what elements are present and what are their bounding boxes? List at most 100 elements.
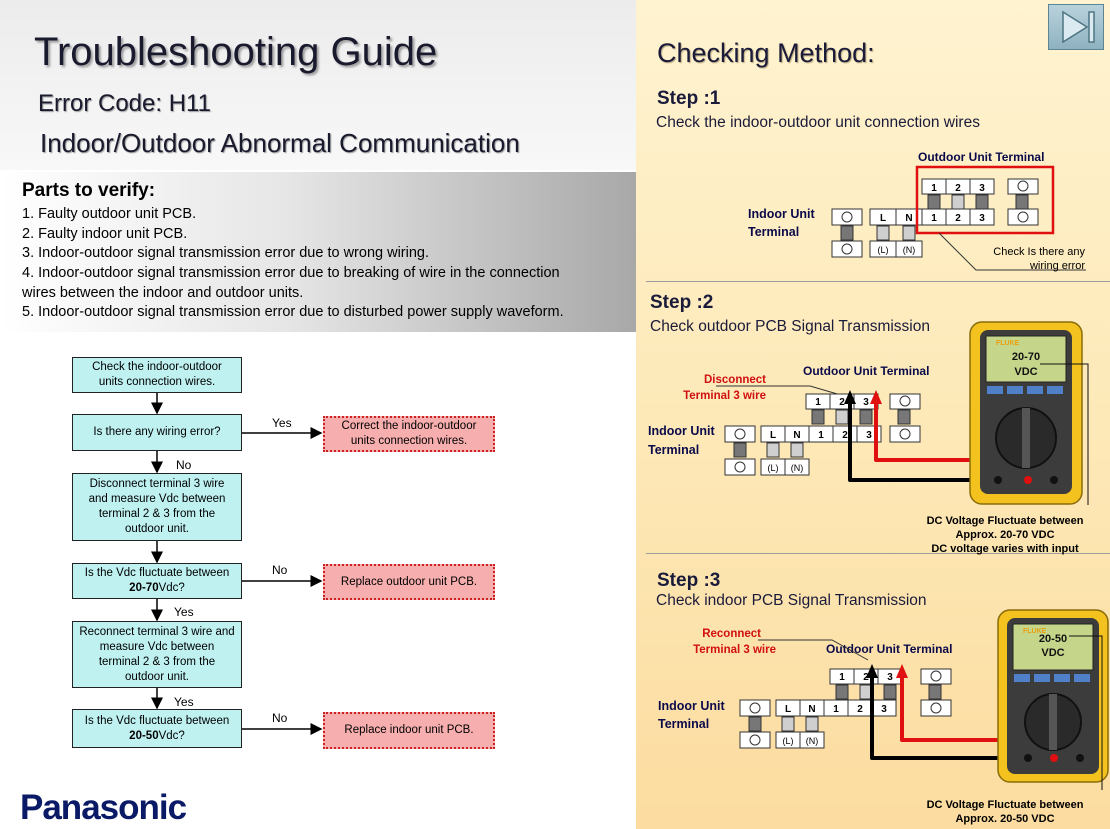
svg-text:(L): (L)	[878, 245, 889, 255]
svg-text:Indoor Unit: Indoor Unit	[748, 207, 815, 221]
step1-terminal-diagram: Outdoor Unit Terminal Indoor Unit Termin…	[748, 150, 1086, 272]
parts-line: 1. Faulty outdoor unit PCB.	[22, 206, 197, 222]
step2-note-1: DC Voltage Fluctuate between	[926, 515, 1084, 527]
flow-label-no: No	[272, 711, 288, 725]
step3-title: Step :3	[657, 570, 721, 591]
svg-text:(L): (L)	[768, 463, 779, 473]
flow-box-check-wires: Check the indoor-outdoor units connectio…	[72, 357, 242, 393]
svg-text:1: 1	[815, 397, 821, 408]
parts-heading: Parts to verify:	[22, 180, 156, 201]
svg-text:3: 3	[866, 430, 872, 441]
parts-line: 5. Indoor-outdoor signal transmission er…	[22, 304, 564, 320]
flow-label-yes: Yes	[272, 416, 292, 430]
divider	[646, 281, 1110, 282]
step1-title: Step :1	[657, 88, 721, 109]
multimeter-icon: FLUKE	[969, 321, 1083, 505]
step3-note-2: Approx. 20-50 VDC	[955, 813, 1055, 825]
svg-text:2: 2	[857, 704, 863, 715]
svg-text:Check Is there any: Check Is there any	[993, 246, 1085, 258]
play-next-icon	[1062, 10, 1095, 44]
svg-text:3: 3	[881, 704, 887, 715]
svg-text:1: 1	[931, 183, 937, 194]
error-description: Indoor/Outdoor Abnormal Communication	[40, 128, 520, 158]
step1-description: Check the indoor-outdoor unit connection…	[656, 114, 980, 131]
svg-text:2: 2	[955, 213, 961, 224]
page-title: Troubleshooting Guide	[34, 30, 438, 74]
parts-line: 3. Indoor-outdoor signal transmission er…	[22, 245, 430, 261]
step2-title: Step :2	[650, 292, 714, 313]
flow-label-no: No	[176, 458, 192, 472]
svg-text:2: 2	[955, 183, 961, 194]
step2-note-2: Approx. 20-70 VDC	[955, 529, 1055, 541]
svg-text:L: L	[880, 213, 886, 224]
svg-text:20-70: 20-70	[1012, 351, 1040, 363]
multimeter-icon: FLUKE	[997, 609, 1109, 783]
svg-text:2: 2	[842, 430, 848, 441]
svg-text:(L): (L)	[783, 736, 794, 746]
flow-box-vdc-20-70: Is the Vdc fluctuate between 20-70Vdc?	[72, 563, 242, 599]
svg-text:Indoor Unit: Indoor Unit	[658, 699, 725, 713]
svg-text:3: 3	[863, 397, 869, 408]
step2-measure-diagram: Outdoor Unit Terminal Indoor Unit Termin…	[648, 321, 1089, 505]
svg-text:Outdoor Unit Terminal: Outdoor Unit Terminal	[826, 642, 952, 656]
parts-line: 4. Indoor-outdoor signal transmission er…	[22, 265, 560, 281]
checking-heading: Checking Method:	[657, 38, 875, 68]
svg-text:3: 3	[887, 672, 893, 683]
header-panel	[0, 0, 636, 170]
svg-text:Outdoor Unit Terminal: Outdoor Unit Terminal	[918, 150, 1044, 164]
svg-text:(N): (N)	[791, 463, 804, 473]
step3-description: Check indoor PCB Signal Transmission	[656, 592, 927, 609]
svg-text:VDC: VDC	[1014, 366, 1037, 378]
flow-box-replace-outdoor-pcb: Replace outdoor unit PCB.	[323, 564, 495, 600]
svg-text:Indoor Unit: Indoor Unit	[648, 424, 715, 438]
flow-box-correct-wires: Correct the indoor-outdoor units connect…	[323, 416, 495, 452]
step3-note-1: DC Voltage Fluctuate between	[926, 799, 1084, 811]
svg-text:Outdoor Unit Terminal: Outdoor Unit Terminal	[803, 364, 929, 378]
svg-text:1: 1	[931, 213, 937, 224]
flowchart-connectors	[151, 393, 323, 735]
svg-text:L: L	[785, 704, 791, 715]
flow-box-wiring-error: Is there any wiring error?	[72, 414, 242, 451]
svg-text:(N): (N)	[806, 736, 819, 746]
svg-text:VDC: VDC	[1041, 647, 1064, 659]
flow-box-replace-indoor-pcb: Replace indoor unit PCB.	[323, 712, 495, 749]
svg-text:FLUKE: FLUKE	[1023, 628, 1047, 635]
svg-text:N: N	[793, 430, 800, 441]
svg-text:Reconnect: Reconnect	[702, 628, 761, 640]
step2-description: Check outdoor PCB Signal Transmission	[650, 318, 930, 335]
svg-text:wiring error: wiring error	[1029, 260, 1085, 272]
svg-text:Terminal 3 wire: Terminal 3 wire	[683, 390, 766, 402]
svg-text:1: 1	[818, 430, 824, 441]
svg-text:2: 2	[839, 397, 845, 408]
next-slide-button[interactable]	[1048, 4, 1104, 50]
svg-text:3: 3	[979, 183, 985, 194]
flow-box-disconnect-measure: Disconnect terminal 3 wire and measure V…	[72, 473, 242, 541]
svg-text:1: 1	[833, 704, 839, 715]
svg-text:Terminal: Terminal	[648, 443, 699, 457]
svg-text:3: 3	[979, 213, 985, 224]
svg-text:20-50: 20-50	[1039, 633, 1067, 645]
flow-label-yes: Yes	[174, 695, 194, 709]
svg-text:FLUKE: FLUKE	[996, 340, 1020, 347]
parts-line: 2. Faulty indoor unit PCB.	[22, 226, 188, 242]
step2-note-3: DC voltage varies with input	[931, 543, 1079, 555]
svg-text:Disconnect: Disconnect	[704, 374, 766, 386]
flow-box-reconnect-measure: Reconnect terminal 3 wire and measure Vd…	[72, 621, 242, 688]
step3-measure-diagram: Outdoor Unit Terminal Indoor Unit Termin…	[658, 609, 1109, 790]
divider	[646, 553, 1110, 554]
panasonic-logo: Panasonic	[20, 788, 187, 827]
parts-line: wires between the indoor and outdoor uni…	[22, 285, 304, 301]
svg-text:Terminal: Terminal	[658, 717, 709, 731]
flow-label-no: No	[272, 563, 288, 577]
svg-text:N: N	[905, 213, 912, 224]
parts-panel	[0, 172, 636, 332]
svg-text:(N): (N)	[903, 245, 916, 255]
svg-text:L: L	[770, 430, 776, 441]
error-code: Error Code: H11	[38, 90, 211, 117]
svg-text:Terminal: Terminal	[748, 225, 799, 239]
svg-text:1: 1	[839, 672, 845, 683]
svg-text:N: N	[808, 704, 815, 715]
flow-label-yes: Yes	[174, 605, 194, 619]
flow-box-vdc-20-50: Is the Vdc fluctuate between 20-50Vdc?	[72, 709, 242, 748]
svg-text:Terminal 3 wire: Terminal 3 wire	[693, 644, 776, 656]
